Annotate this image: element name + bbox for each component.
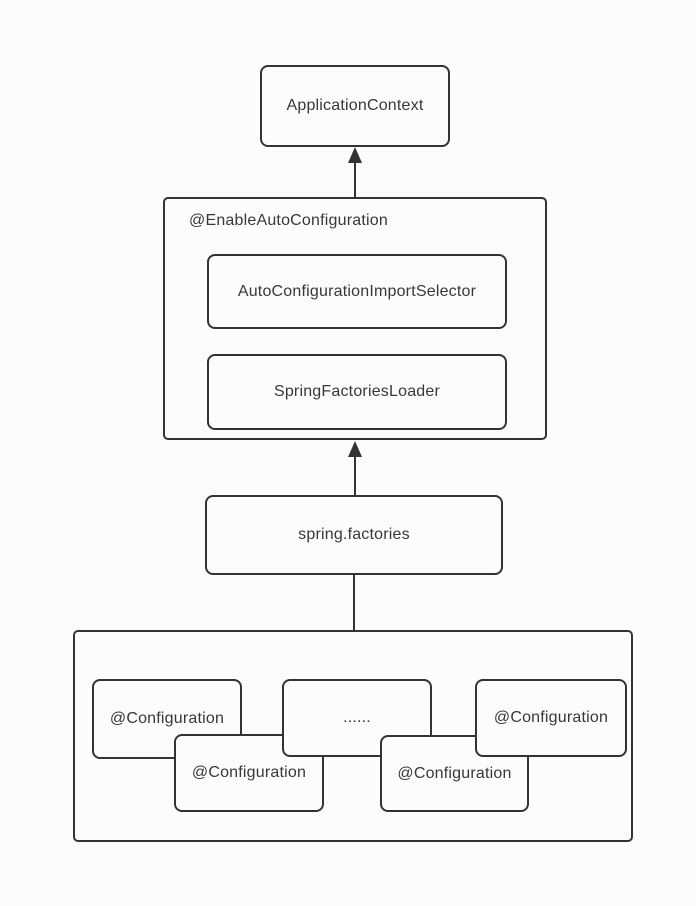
configurations-container: @Configuration @Configuration ...... @Co… <box>73 630 633 842</box>
enable-auto-configuration-container: @EnableAutoConfiguration AutoConfigurati… <box>163 197 547 440</box>
up-arrowhead-icon <box>348 147 362 163</box>
spring-factories-label: spring.factories <box>298 526 410 543</box>
up-arrowhead-icon <box>348 441 362 457</box>
configuration-label: @Configuration <box>397 764 512 782</box>
arrow-stem <box>354 161 356 198</box>
auto-configuration-import-selector-label: AutoConfigurationImportSelector <box>237 282 477 300</box>
configuration-box: @Configuration <box>475 679 627 757</box>
spring-factories-loader-box: SpringFactoriesLoader <box>207 354 507 430</box>
ellipsis-label: ...... <box>343 709 371 726</box>
connector-line <box>353 574 355 631</box>
application-context-label: ApplicationContext <box>286 97 424 114</box>
auto-configuration-import-selector-box: AutoConfigurationImportSelector <box>207 254 507 329</box>
arrow-stem <box>354 455 356 496</box>
configuration-label: @Configuration <box>191 764 307 781</box>
configuration-label: @Configuration <box>493 709 609 726</box>
configuration-label: @Configuration <box>109 710 225 727</box>
enable-auto-configuration-label: @EnableAutoConfiguration <box>189 212 388 229</box>
application-context-box: ApplicationContext <box>260 65 450 147</box>
spring-factories-box: spring.factories <box>205 495 503 575</box>
spring-factories-loader-label: SpringFactoriesLoader <box>273 383 441 400</box>
